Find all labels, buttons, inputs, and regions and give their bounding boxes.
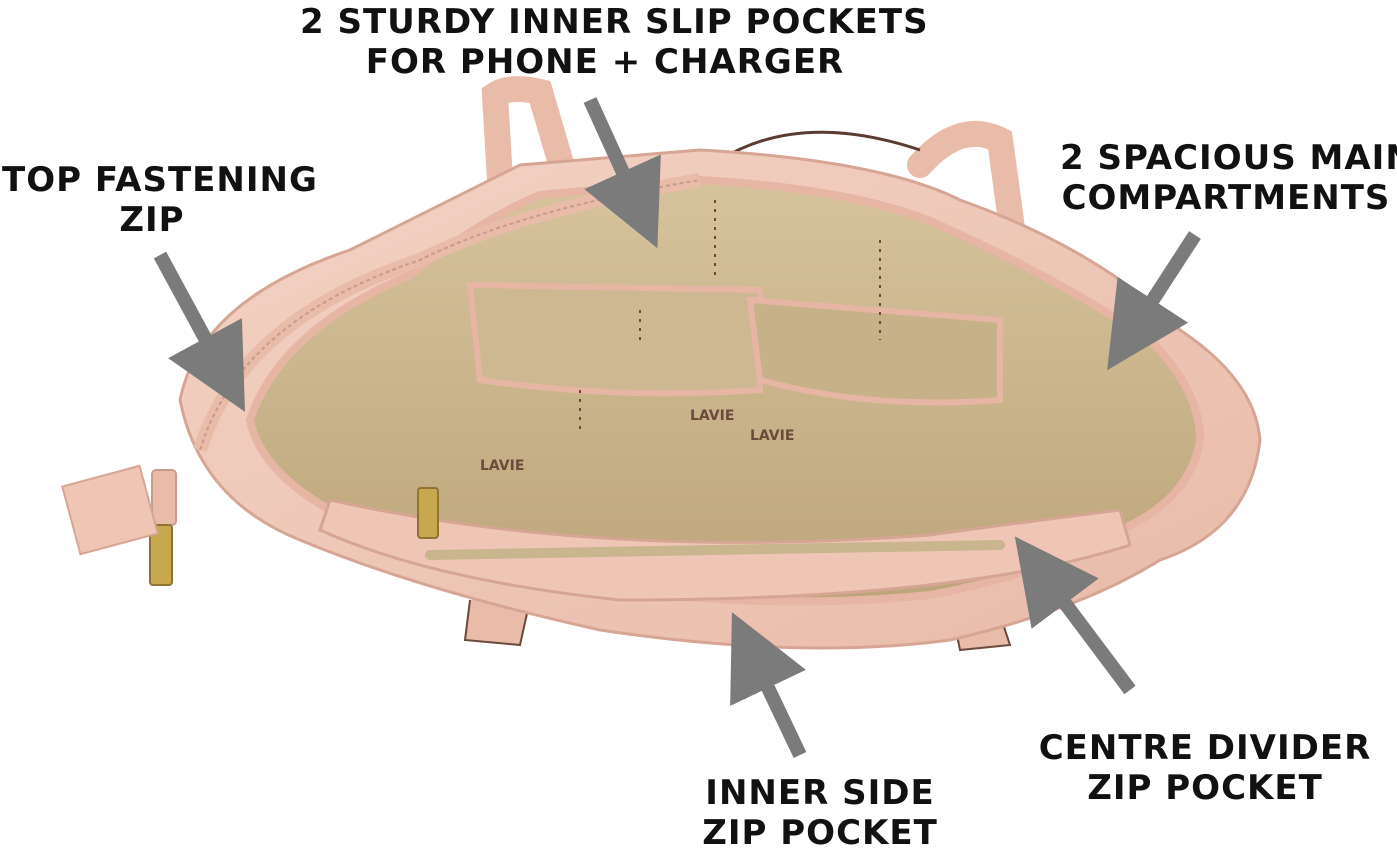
arrow-top-zip — [153, 251, 246, 412]
side-pocket-line1: INNER SIDE — [705, 773, 935, 813]
slip-pockets-line1: 2 STURDY INNER SLIP POCKETS — [300, 2, 929, 42]
zip-pull — [61, 464, 439, 586]
slip-pockets-callout: 2 STURDY INNER SLIP POCKETS FOR PHONE + … — [300, 2, 929, 82]
main-compartments-callout: 2 SPACIOUS MAIN COMPARTMENTS — [1060, 138, 1397, 218]
slip-pocket-right — [746, 296, 1003, 406]
slip-pocket-left — [466, 281, 763, 397]
divider-pocket-callout: CENTRE DIVIDER ZIP POCKET — [1035, 728, 1375, 808]
side-pocket-line2: ZIP POCKET — [702, 813, 938, 853]
arrow-side-pocket — [730, 612, 807, 759]
svg-text:LAVIE: LAVIE — [690, 408, 734, 424]
svg-text:LAVIE: LAVIE — [480, 458, 524, 474]
top-zip-line2: ZIP — [119, 200, 185, 240]
arrow-divider-pocket — [1014, 536, 1136, 695]
callout-arrows — [153, 97, 1201, 759]
divider-pocket-line2: ZIP POCKET — [1087, 768, 1323, 808]
top-zip-line1: TOP FASTENING — [2, 160, 318, 200]
main-compartments-line1: 2 SPACIOUS MAIN — [1060, 138, 1397, 178]
top-zip-callout: TOP FASTENING ZIP — [2, 160, 318, 240]
side-pocket-callout: INNER SIDE ZIP POCKET — [695, 773, 945, 853]
slip-pockets-line2: FOR PHONE + CHARGER — [365, 42, 845, 82]
divider-pocket-line1: CENTRE DIVIDER — [1038, 728, 1372, 768]
lining-pattern: LAVIE LAVIE LAVIE — [480, 408, 794, 474]
main-compartments-line2: COMPARTMENTS — [1061, 178, 1391, 218]
arrow-main-compartments — [1107, 231, 1201, 371]
arrow-slip-pockets — [583, 97, 661, 249]
svg-text:LAVIE: LAVIE — [750, 428, 794, 444]
